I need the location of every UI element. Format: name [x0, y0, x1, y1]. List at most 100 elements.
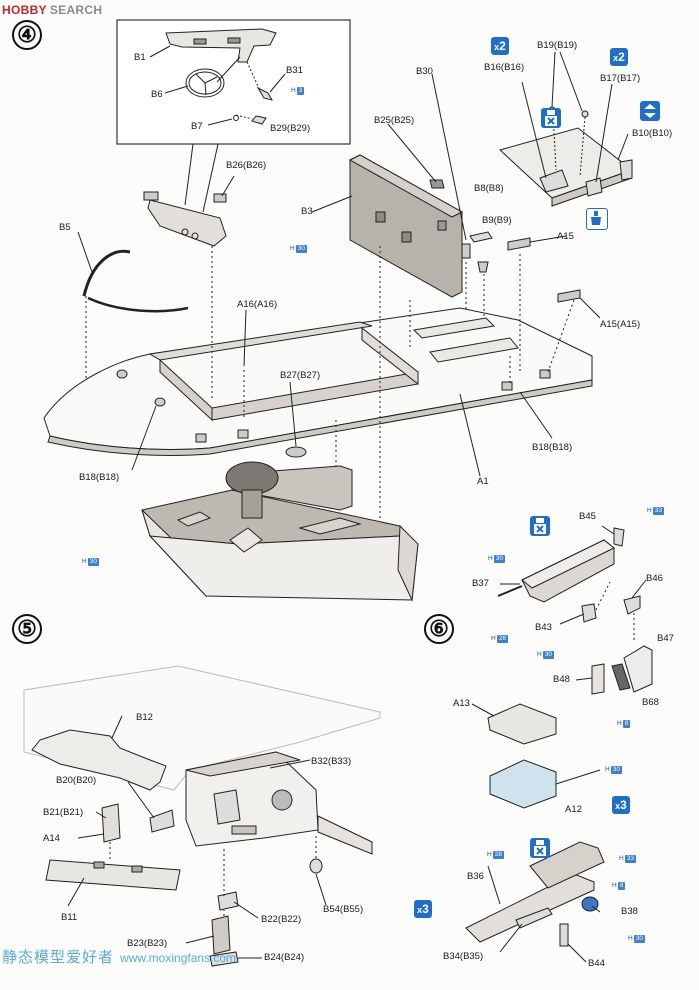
leader [631, 579, 647, 599]
part-label: B45 [579, 511, 596, 522]
part-B23 [211, 915, 231, 955]
part-B31 [256, 86, 274, 101]
wheel-spoke [204, 76, 218, 84]
part-label: B47 [657, 633, 674, 644]
deck-hatch [412, 317, 496, 339]
cockpit-wall [361, 326, 419, 386]
part-label: B46 [646, 573, 663, 584]
part-B11 [45, 859, 181, 891]
assembly-arrow [579, 116, 586, 177]
quantity-badge: x2 [610, 48, 628, 66]
part-A13 [487, 703, 557, 745]
part-label: B38 [621, 906, 638, 917]
cement-icon [530, 838, 550, 858]
part-B26-tab [143, 191, 159, 201]
part-B34 [515, 907, 553, 929]
leader [127, 781, 155, 819]
deck-socket [195, 433, 207, 443]
part-label: B31 [286, 65, 303, 76]
part-B19 [581, 110, 589, 118]
part-B36 [465, 873, 595, 943]
deck-socket [501, 381, 513, 391]
part-label: A15(A15) [600, 319, 641, 330]
part-B3-top [348, 154, 464, 218]
leader [77, 231, 93, 273]
leader [459, 393, 481, 477]
console-rail [317, 815, 373, 855]
part-B12 [31, 729, 167, 791]
leader [559, 51, 583, 112]
part-B6-rim [188, 71, 222, 95]
leader [243, 309, 247, 367]
seat-part [229, 527, 263, 553]
leader [221, 175, 235, 197]
leader [499, 923, 523, 953]
part-label: B24(B24) [264, 952, 305, 963]
part-label: B25(B25) [374, 115, 415, 126]
bracket-hole [181, 228, 189, 236]
seat-post [241, 489, 263, 519]
leader [207, 118, 233, 126]
part-B44 [559, 923, 569, 947]
watermark-url: www.moxingfans.com [120, 951, 237, 965]
leader [387, 123, 437, 183]
tub-end [397, 524, 419, 602]
part-label: B1 [134, 52, 146, 63]
watermark-chinese: 静态模型爱好者 [2, 949, 115, 966]
deck-hatch [429, 337, 519, 363]
part-B1-slot [227, 37, 241, 44]
quantity-badge: x3 [414, 900, 432, 918]
quantity-badge: x2 [491, 37, 509, 55]
part-label: B11 [61, 912, 78, 923]
assembly-arrow [595, 581, 611, 611]
part-B10-plate [499, 127, 634, 199]
console-top [185, 751, 301, 777]
cockpit-wall [148, 321, 373, 361]
part-B5-rail [87, 296, 189, 313]
part-label: B20(B20) [56, 775, 97, 786]
leader [575, 677, 593, 681]
part-B47 [623, 645, 653, 693]
leader [77, 833, 105, 839]
part-B27 [285, 446, 307, 458]
part-B26-tab [213, 193, 227, 203]
deck-fitting [154, 397, 166, 407]
part-label: B5 [59, 222, 71, 233]
part-label: B43 [535, 622, 552, 633]
part-label: B30 [416, 66, 433, 77]
part-label: B44 [588, 958, 605, 969]
callout-line [202, 143, 219, 213]
part-label: A14 [43, 833, 60, 844]
floor-block [298, 517, 362, 535]
tub-front [148, 535, 419, 601]
leader [529, 235, 567, 243]
leader [601, 525, 615, 535]
leader [555, 769, 601, 785]
leader [315, 873, 327, 906]
leader [551, 51, 556, 108]
cement-icon [541, 108, 561, 128]
part-label: B68 [642, 697, 659, 708]
glue-bottle-icon [586, 208, 608, 230]
leader [164, 85, 189, 94]
B11-socket [131, 865, 143, 873]
part-label: B18(B18) [532, 442, 573, 453]
deck-fitting [116, 369, 128, 379]
hull-edge [47, 379, 593, 456]
assembly-arrow [235, 114, 253, 120]
leader [269, 73, 286, 93]
console-panel [213, 789, 241, 825]
leader [567, 943, 587, 963]
part-label: B22(B22) [261, 914, 302, 925]
leader [149, 45, 171, 58]
wheel-shaft [216, 56, 241, 83]
part-B24 [209, 951, 239, 967]
